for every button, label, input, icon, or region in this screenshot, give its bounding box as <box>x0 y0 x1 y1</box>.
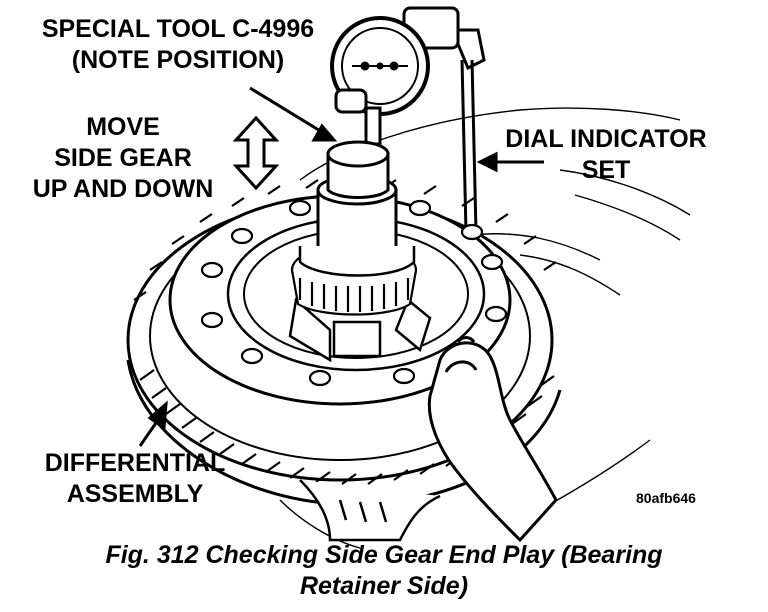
up-down-arrow-icon <box>232 115 280 191</box>
special-tool-label: SPECIAL TOOL C-4996 (NOTE POSITION) <box>41 15 315 74</box>
carrier-case <box>288 297 432 363</box>
figure-code: 80afb646 <box>636 490 696 506</box>
differential-assembly-label: DIFFERENTIAL ASSEMBLY <box>44 449 226 508</box>
dial-indicator <box>330 16 430 146</box>
callout-arrows <box>138 86 544 447</box>
ring-gear-bolts <box>200 199 508 387</box>
lower-housing <box>299 479 441 542</box>
figure-caption: Fig. 312 Checking Side Gear End Play (Be… <box>105 541 663 600</box>
hand <box>427 336 558 543</box>
special-tool-cylinder <box>298 140 416 277</box>
dial-indicator-label: DIAL INDICATOR SET <box>505 125 707 184</box>
move-side-gear-label: MOVE SIDE GEAR UP AND DOWN <box>32 113 214 203</box>
